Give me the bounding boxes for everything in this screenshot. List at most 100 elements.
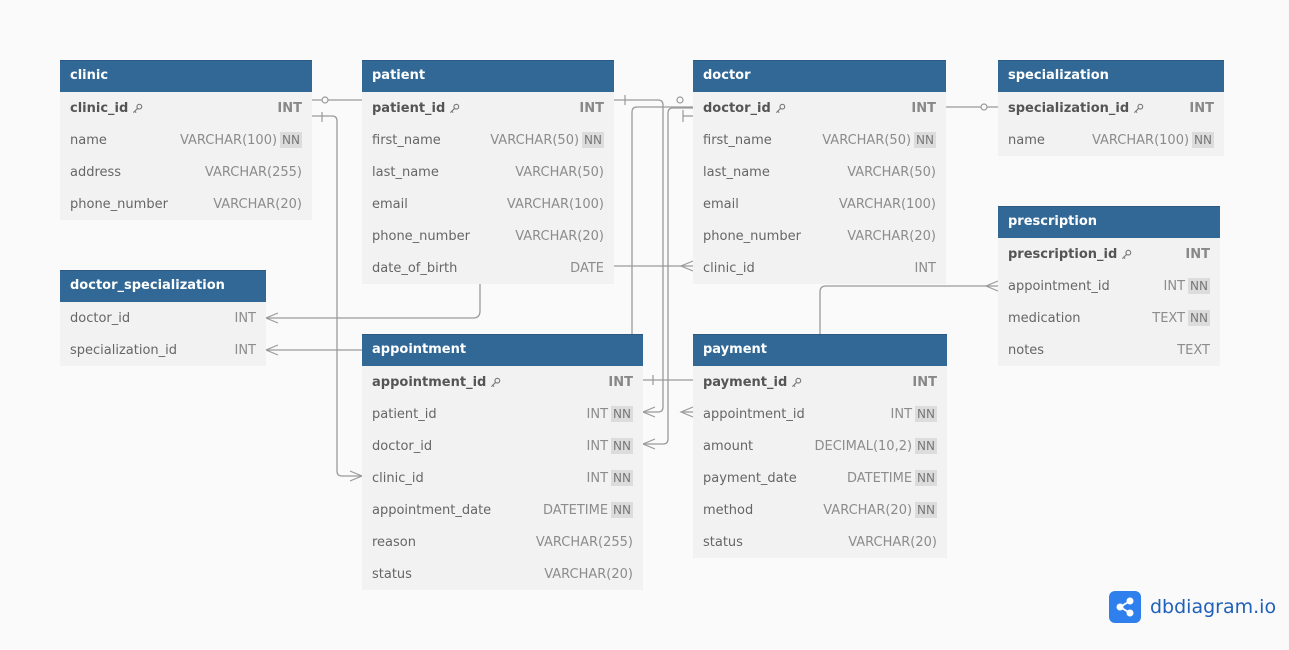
dbdiagram-logo[interactable]: dbdiagram.io	[1109, 591, 1276, 623]
table-header[interactable]: doctor_specialization	[60, 270, 266, 302]
field-name: notes	[1008, 342, 1045, 358]
field-name: last_name	[703, 164, 770, 180]
field-type: INT	[234, 342, 257, 358]
field-type: DECIMAL(10,2)	[814, 438, 913, 454]
field-name: doctor_id	[703, 100, 771, 116]
field-name: appointment_date	[372, 502, 492, 518]
field-name: name	[1008, 132, 1045, 148]
not-null-badge: NN	[1192, 132, 1214, 148]
not-null-badge: NN	[611, 502, 633, 518]
field-row[interactable]: name VARCHAR(100)NN	[998, 124, 1224, 156]
field-type: INT	[1163, 278, 1186, 294]
field-name: specialization_id	[1008, 100, 1130, 116]
field-type: INT	[608, 374, 633, 390]
field-name: specialization_id	[70, 342, 178, 358]
table-patient[interactable]: patient patient_id INT first_name VARCHAR(50…	[362, 60, 614, 284]
table-header[interactable]: payment	[693, 334, 947, 366]
field-name: clinic_id	[70, 100, 129, 116]
field-type: DATETIME	[543, 502, 609, 518]
not-null-badge: NN	[914, 132, 936, 148]
field-name: name	[70, 132, 107, 148]
field-name: first_name	[703, 132, 772, 148]
link-patient-docspec	[266, 284, 481, 319]
field-type: VARCHAR(20)	[848, 534, 937, 550]
table-specialization[interactable]: specialization specialization_id INT name VA…	[998, 60, 1224, 156]
field-type: VARCHAR(100)	[838, 196, 936, 212]
table-header[interactable]: appointment	[362, 334, 643, 366]
table-header[interactable]: specialization	[998, 60, 1224, 92]
field-type: INT	[890, 406, 913, 422]
table-header[interactable]: clinic	[60, 60, 312, 92]
field-row[interactable]: name VARCHAR(100)NN	[60, 124, 312, 156]
field-name: last_name	[372, 164, 439, 180]
table-header[interactable]: prescription	[998, 206, 1220, 238]
field-type: TEXT	[1152, 310, 1186, 326]
field-type: INT	[1185, 246, 1210, 262]
not-null-badge: NN	[915, 470, 937, 486]
field-type: INT	[914, 260, 937, 276]
not-null-badge: NN	[611, 438, 633, 454]
field-name: first_name	[372, 132, 441, 148]
link-clinic-appointment	[312, 115, 362, 477]
primary-key-icon	[449, 103, 460, 114]
field-type: VARCHAR(100)	[1091, 132, 1190, 148]
logo-text: dbdiagram.io	[1150, 596, 1277, 618]
marker-many-docspec-b	[264, 344, 279, 356]
field-name: email	[703, 196, 739, 212]
not-null-badge: NN	[280, 132, 302, 148]
field-name: patient_id	[372, 100, 446, 116]
field-row[interactable]: last_name VARCHAR(50)	[693, 156, 946, 188]
field-type: VARCHAR(20)	[544, 566, 633, 582]
table-header[interactable]: doctor	[693, 60, 946, 92]
field-row[interactable]: specialization_id INT	[998, 92, 1224, 124]
field-row[interactable]: patient_id INT	[362, 92, 614, 124]
field-type: VARCHAR(50)	[847, 164, 936, 180]
field-type: INT	[579, 100, 604, 116]
field-row[interactable]: specialization_id INT	[60, 334, 266, 366]
not-null-badge: NN	[611, 406, 633, 422]
field-type: INT	[1189, 100, 1214, 116]
field-type: VARCHAR(50)	[490, 132, 580, 148]
field-name: prescription_id	[1008, 246, 1118, 262]
field-row[interactable]: email VARCHAR(100)	[693, 188, 946, 220]
table-header[interactable]: patient	[362, 60, 614, 92]
field-type: VARCHAR(100)	[179, 132, 278, 148]
field-row[interactable]: prescription_id INT	[998, 238, 1220, 270]
marker-many-patient	[641, 406, 656, 418]
